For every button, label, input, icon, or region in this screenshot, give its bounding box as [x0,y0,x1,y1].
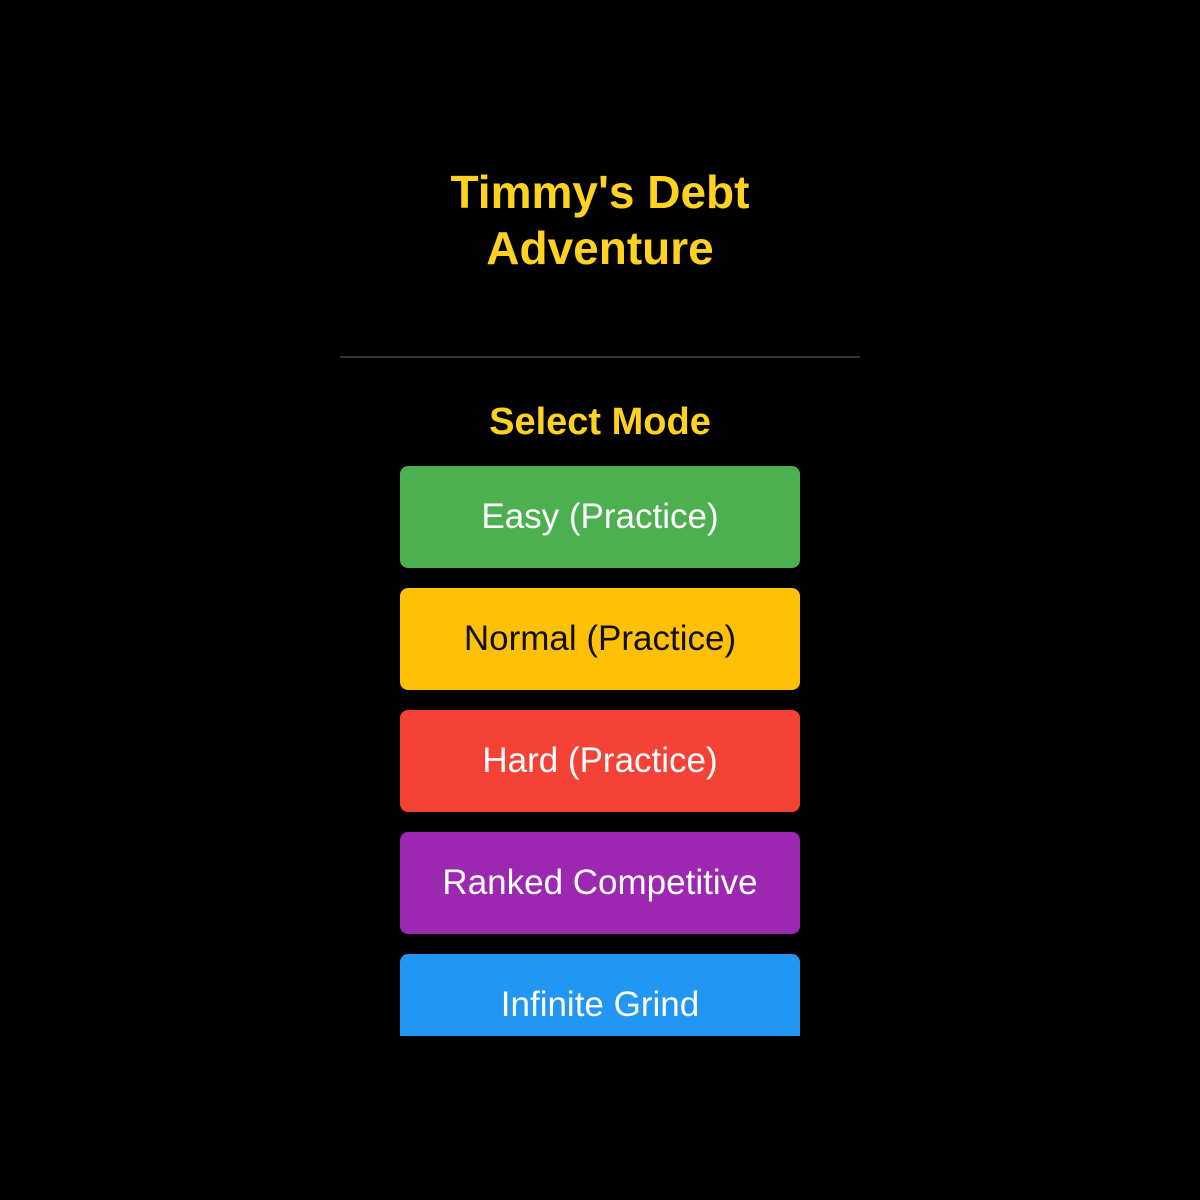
select-mode-heading: Select Mode [489,401,711,443]
title-divider [340,356,860,358]
normal-practice-button[interactable]: Normal (Practice) [400,588,800,690]
game-title: Timmy's Debt Adventure [300,164,900,276]
infinite-grind-button[interactable]: Infinite Grind [400,954,800,1036]
ranked-competitive-button[interactable]: Ranked Competitive [400,832,800,934]
hard-practice-button[interactable]: Hard (Practice) [400,710,800,812]
game-title-line-1: Timmy's Debt [450,166,750,218]
mode-menu[interactable]: Easy (Practice) Normal (Practice) Hard (… [400,466,800,1036]
game-title-line-2: Adventure [486,222,714,274]
easy-practice-button[interactable]: Easy (Practice) [400,466,800,568]
